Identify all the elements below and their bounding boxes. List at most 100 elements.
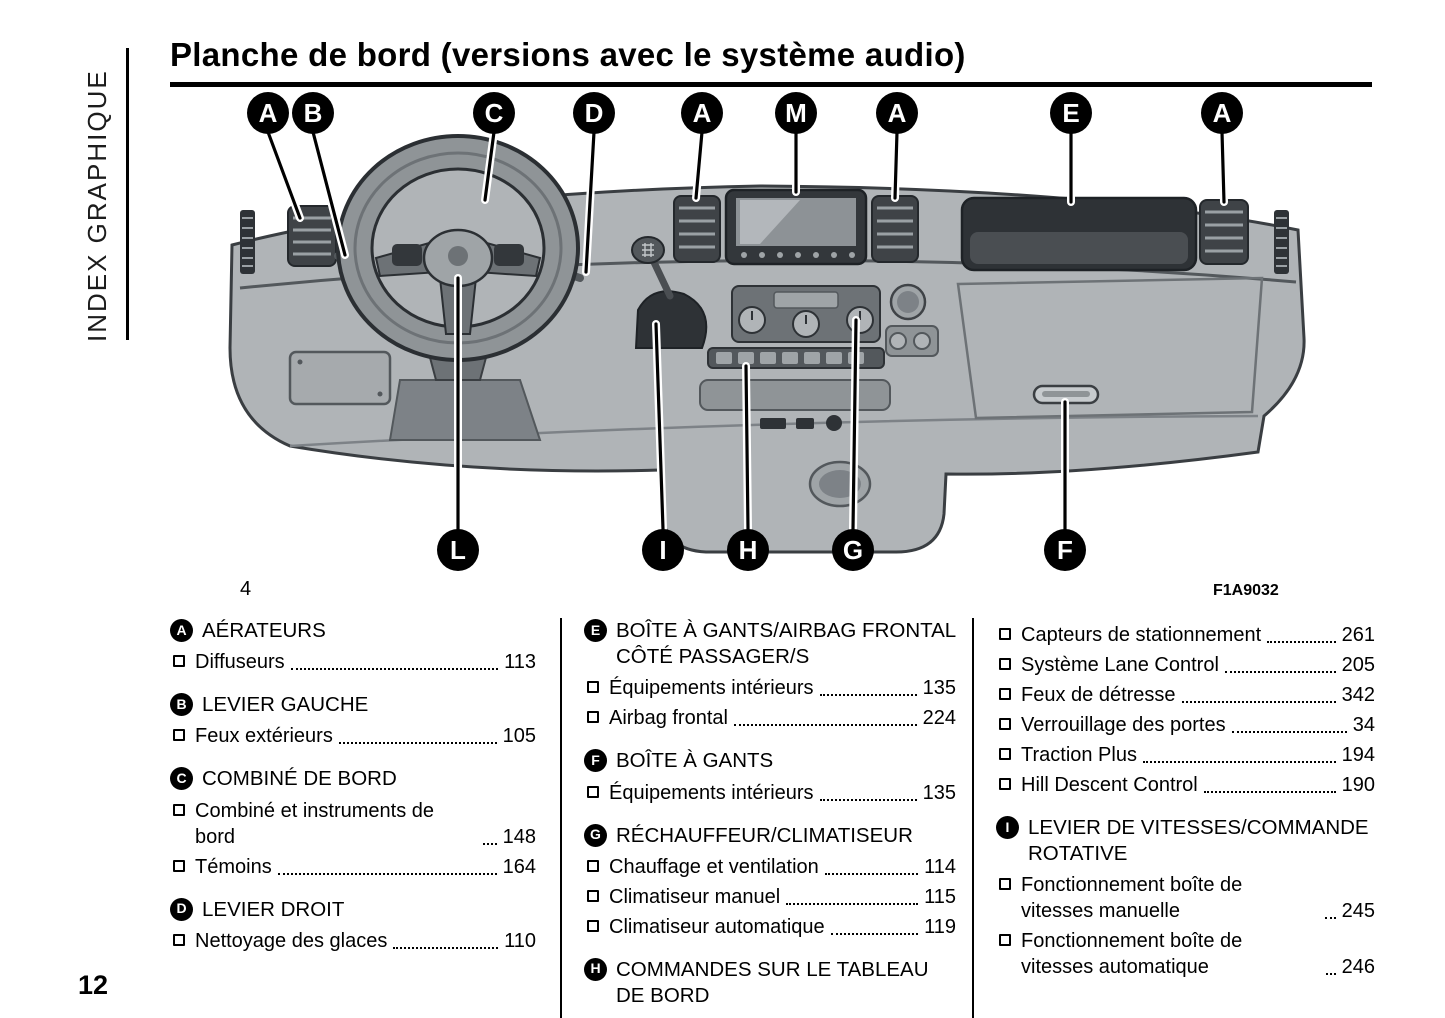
dot-leader: [1224, 671, 1336, 673]
section-letter-badge: E: [584, 619, 607, 642]
index-entry-page: 205: [1341, 654, 1375, 676]
square-bullet-icon: [999, 748, 1011, 760]
square-bullet-icon: [587, 785, 599, 798]
square-bullet-icon: [173, 655, 185, 668]
index-entry-page: 113: [504, 651, 536, 674]
callout-e: E: [1050, 92, 1092, 134]
dot-leader: [819, 798, 917, 801]
index-entry: Équipements intérieurs 135: [584, 780, 956, 806]
right-edge-vent: [1274, 210, 1289, 274]
index-entry-label: Feux de détresse: [1021, 684, 1176, 706]
index-section-g: G RÉCHAUFFEUR/CLIMATISEUR Chauffage et v…: [584, 823, 956, 940]
right-air-vent: [1199, 199, 1249, 265]
square-bullet-icon: [999, 878, 1011, 891]
square-bullet-icon: [173, 933, 185, 946]
section-letter-badge: C: [170, 767, 193, 791]
graphic-index: A AÉRATEURS Diffuseurs 113 B LEVIER GAUC…: [170, 618, 1375, 1018]
callout-a-3: A: [876, 92, 918, 134]
index-entry-page: 261: [1341, 624, 1375, 646]
square-bullet-icon: [999, 778, 1011, 790]
index-entry-label: Témoins: [195, 855, 272, 878]
callout-h: H: [727, 529, 769, 571]
index-entry-page: 34: [1352, 714, 1375, 736]
index-entry: Climatiseur automatique 119: [584, 914, 956, 940]
callout-a-4: A: [1201, 92, 1243, 134]
fuse-panel-cover: [288, 350, 392, 406]
dot-leader: [1203, 791, 1336, 793]
auxiliary-controls: [885, 283, 939, 357]
index-section-b: B LEVIER GAUCHE Feux extérieurs 105: [170, 692, 536, 749]
index-entry: Diffuseurs 113: [170, 649, 536, 675]
page-title: Planche de bord (versions avec le systèm…: [170, 36, 966, 73]
callout-f: F: [1044, 529, 1086, 571]
section-letter-badge: A: [170, 619, 193, 642]
figure-number: 4: [240, 578, 252, 600]
callout-a-2: A: [681, 92, 723, 134]
square-bullet-icon: [173, 859, 185, 872]
index-entry: Airbag frontal 224: [584, 705, 956, 731]
section-heading-text: COMMANDES SUR LE TABLEAU DE BORD: [616, 957, 929, 1008]
index-entry-page: 246: [1341, 956, 1375, 979]
dot-leader: [1181, 701, 1336, 703]
index-section-a: A AÉRATEURS Diffuseurs 113: [170, 618, 536, 675]
section-heading: B LEVIER GAUCHE: [170, 692, 536, 718]
index-section-f: F BOÎTE À GANTS Équipements intérieurs 1…: [584, 748, 956, 805]
square-bullet-icon: [587, 859, 599, 872]
square-bullet-icon: [999, 658, 1011, 670]
figure-code: F1A9032: [1213, 582, 1279, 599]
section-letter-badge: I: [996, 816, 1019, 839]
index-entry-label: Hill Descent Control: [1021, 774, 1198, 796]
index-entry-page: 148: [502, 825, 536, 848]
dot-leader: [786, 902, 919, 905]
dot-leader: [290, 668, 499, 671]
title-underline: [170, 82, 1372, 87]
glovebox-tray: [960, 196, 1198, 272]
index-entry-page: 194: [1341, 744, 1375, 766]
dashboard-figure: A B C D A M A E A L I H G F 4 F1A9032: [228, 92, 1306, 600]
index-section-i: I LEVIER DE VITESSES/COMMANDE ROTATIVE F…: [996, 815, 1375, 980]
index-entry-page: 164: [502, 855, 536, 878]
index-entry-label: Feux extérieurs: [195, 725, 333, 748]
index-entry: Hill Descent Control 190: [996, 772, 1375, 798]
section-heading-text: LEVIER GAUCHE: [202, 693, 369, 717]
section-heading: G RÉCHAUFFEUR/CLIMATISEUR: [584, 823, 956, 849]
index-entry: Fonctionnement boîte de vitesses manuell…: [996, 872, 1375, 924]
index-entry-page: 110: [504, 929, 536, 952]
index-entry: Nettoyage des glaces 110: [170, 928, 536, 954]
section-heading: E BOÎTE À GANTS/AIRBAG FRONTAL CÔTÉ PASS…: [584, 618, 956, 670]
index-column-1: A AÉRATEURS Diffuseurs 113 B LEVIER GAUC…: [170, 618, 560, 1018]
section-heading: A AÉRATEURS: [170, 618, 536, 644]
index-entry-page: 114: [924, 855, 956, 878]
callout-l: L: [437, 529, 479, 571]
square-bullet-icon: [587, 681, 599, 694]
section-letter-badge: D: [170, 897, 193, 921]
index-entry-page: 115: [924, 885, 956, 908]
section-heading-text: LEVIER DROIT: [202, 897, 345, 921]
section-heading-text: AÉRATEURS: [202, 619, 326, 642]
dot-leader: [482, 842, 497, 845]
page-number: 12: [78, 970, 109, 1000]
dot-leader: [1142, 761, 1336, 763]
dot-leader: [830, 932, 919, 935]
index-entry: Capteurs de stationnement 261: [996, 622, 1375, 648]
dot-leader: [824, 872, 919, 875]
index-section-c: C COMBINÉ DE BORD Combiné et instruments…: [170, 766, 536, 879]
index-entry: Verrouillage des portes 34: [996, 712, 1375, 738]
index-entry-page: 342: [1341, 684, 1375, 706]
usb-port: [760, 418, 786, 429]
index-entry-label: Équipements intérieurs: [609, 677, 814, 700]
index-entry-page: 119: [924, 915, 956, 938]
steering-wheel: [336, 134, 580, 362]
index-entry: Traction Plus 194: [996, 742, 1375, 768]
left-edge-vent: [240, 210, 255, 274]
dot-leader: [733, 724, 917, 727]
square-bullet-icon: [173, 729, 185, 742]
index-entry-label: Fonctionnement boîte de vitesses manuell…: [1021, 874, 1243, 923]
aux-port: [796, 418, 814, 429]
glovebox-door: [956, 276, 1264, 420]
callout-a-1: A: [247, 92, 289, 134]
index-entry-label: Climatiseur automatique: [609, 915, 825, 938]
callout-g: G: [832, 529, 874, 571]
section-letter-badge: B: [170, 693, 193, 717]
section-heading-text: RÉCHAUFFEUR/CLIMATISEUR: [616, 823, 913, 847]
